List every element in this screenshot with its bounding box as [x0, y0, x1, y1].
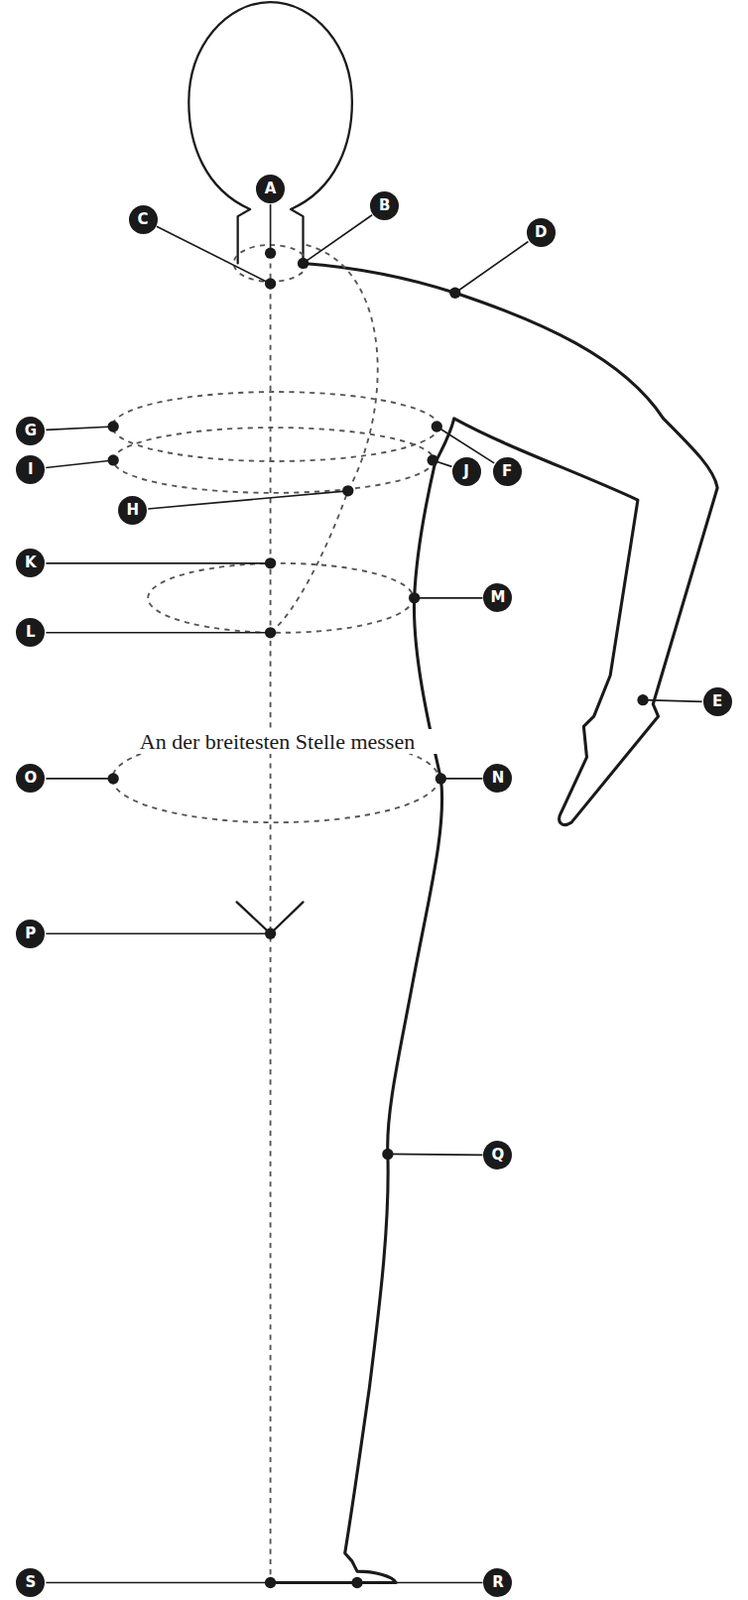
measure-dot	[108, 454, 120, 466]
leader-line	[387, 1153, 484, 1157]
leader-line	[455, 241, 529, 293]
callout-letter: O	[15, 763, 45, 793]
callout-letter: G	[15, 416, 45, 446]
leader-line	[147, 491, 349, 509]
measure-dot	[426, 454, 438, 466]
measure-dot	[408, 592, 420, 604]
leader-line	[414, 597, 484, 600]
leader-line	[45, 631, 270, 634]
leader-line	[45, 460, 114, 469]
callout-letter: D	[526, 218, 556, 248]
callout-letter: H	[118, 496, 147, 525]
callout-letter: M	[483, 583, 512, 613]
measure-dot	[264, 1577, 276, 1589]
leader-line	[45, 932, 270, 935]
measure-dot	[431, 420, 443, 432]
measure-dot	[264, 928, 276, 940]
measure-dot	[342, 485, 354, 497]
leader-line	[357, 1582, 483, 1585]
measure-dot	[449, 287, 461, 299]
leader-line	[45, 562, 270, 565]
measure-dot	[264, 277, 276, 289]
measure-dot	[108, 420, 120, 432]
callout-letter: A	[255, 174, 285, 204]
measure-dot	[264, 247, 276, 258]
callout-letter: R	[483, 1568, 512, 1598]
callout-letter: E	[703, 687, 733, 717]
callout-letter: C	[128, 205, 158, 235]
measure-dot	[264, 557, 276, 569]
callout-letter: S	[15, 1568, 45, 1598]
leader-line	[303, 215, 374, 264]
callout-letter: B	[370, 191, 399, 221]
measure-dot	[435, 772, 447, 784]
measure-dot	[297, 257, 309, 269]
measure-dot	[381, 1148, 393, 1160]
leader-line	[156, 226, 271, 284]
measure-dot	[636, 694, 648, 706]
callout-letter: P	[15, 919, 45, 949]
leader-line	[45, 1582, 270, 1585]
callout-letter: K	[15, 548, 45, 578]
leader-line	[269, 204, 272, 253]
callout-letter: Q	[483, 1140, 512, 1170]
leader-line	[642, 700, 703, 703]
callout-letter: F	[493, 457, 522, 487]
callout-letter: L	[15, 618, 45, 647]
measure-dot	[351, 1577, 363, 1589]
leader-line	[45, 426, 114, 430]
callout-letter: I	[15, 455, 45, 485]
callout-letter: J	[452, 457, 482, 487]
measure-dot	[264, 626, 276, 638]
callout-letter: N	[483, 763, 512, 793]
leader-line	[440, 777, 483, 780]
measure-note: An der breitesten Stelle messen	[136, 729, 441, 754]
leader-line	[45, 777, 114, 780]
measure-dot	[108, 772, 120, 784]
